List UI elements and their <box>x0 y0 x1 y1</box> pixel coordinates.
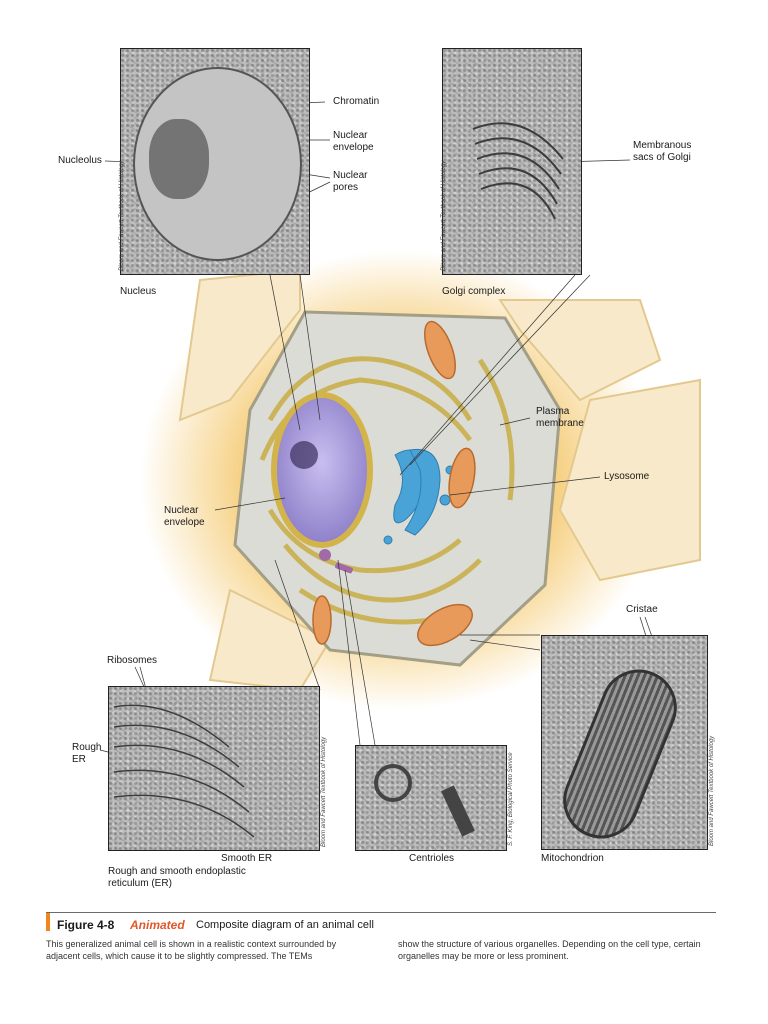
caption-text-left: This generalized animal cell is shown in… <box>46 939 337 961</box>
nucleolus <box>290 441 318 469</box>
golgi-apparatus <box>383 448 455 545</box>
label-golgi-panel: Golgi complex <box>442 286 506 297</box>
nucleus <box>271 392 373 548</box>
er-membranes <box>113 704 255 838</box>
label-nuclear-pores: Nuclear pores <box>333 170 368 193</box>
golgi-credit: Bloom and Fawcett Textbook of Histology <box>441 160 447 271</box>
label-chromatin: Chromatin <box>333 96 380 107</box>
mitochondrion-tem-panel: Bloom and Fawcett Textbook of Histology <box>541 635 715 850</box>
animated-tag[interactable]: Animated <box>130 918 185 932</box>
label-lysosome: Lysosome <box>604 471 650 482</box>
label-centrioles: Centrioles <box>409 853 455 864</box>
caption-rule <box>46 912 716 913</box>
label-rough-er: Rough ER <box>72 742 102 765</box>
centrioles-tem-panel: S. F. King, Biological Photo Service <box>355 745 514 851</box>
nucleus-tem-panel: Bloom and Fawcett Textbook of Histology <box>119 48 310 275</box>
label-er-panel: Rough and smooth endoplastic reticulum (… <box>108 866 246 889</box>
nucleus-credit: Bloom and Fawcett Textbook of Histology <box>119 160 125 271</box>
label-smooth-er: Smooth ER <box>221 853 273 864</box>
label-cristae: Cristae <box>626 604 658 615</box>
mitochondrion-credit: Bloom and Fawcett Textbook of Histology <box>709 735 715 846</box>
centriole <box>319 549 353 574</box>
label-nucleolus: Nucleolus <box>58 155 102 166</box>
label-membranous-sacs: Membranous sacs of Golgi <box>633 140 692 163</box>
figure-number: Figure 4-8 <box>57 918 115 932</box>
endoplasmic-reticulum <box>259 356 515 625</box>
label-nucleus-panel: Nucleus <box>120 286 157 297</box>
label-nuclear-envelope-top: Nuclear envelope <box>333 130 374 153</box>
label-mitochondrion: Mitochondrion <box>541 853 604 864</box>
golgi-tem-panel: Bloom and Fawcett Textbook of Histology <box>441 48 582 275</box>
label-nuclear-envelope-cell: Nuclear envelope <box>164 505 205 528</box>
er-tem-panel: Bloom and Fawcett Textbook of Histology <box>108 686 327 851</box>
label-plasma-membrane: Plasma membrane <box>536 406 584 429</box>
golgi-cisternae <box>472 122 564 220</box>
adjacent-cells <box>178 268 701 692</box>
caption-text-right: show the structure of various organelles… <box>398 939 701 961</box>
er-credit: Bloom and Fawcett Textbook of Histology <box>321 736 327 847</box>
caption-accent-bar <box>46 913 50 931</box>
label-ribosomes: Ribosomes <box>107 655 158 666</box>
figure-title: Composite diagram of an animal cell <box>196 919 374 931</box>
centrioles-credit: S. F. King, Biological Photo Service <box>508 752 514 846</box>
